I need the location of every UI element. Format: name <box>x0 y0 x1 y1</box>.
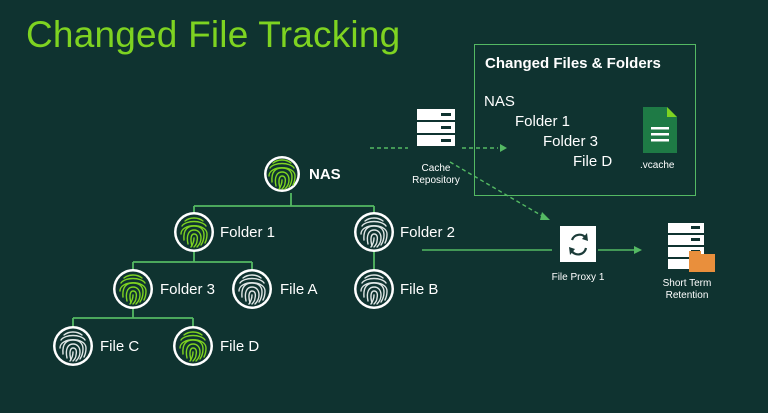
arrowhead-to-proxy <box>540 212 550 220</box>
tree-item-folder3: Folder 3 <box>543 133 599 150</box>
fingerprint-icon-file-a <box>232 269 272 309</box>
document-icon <box>643 107 677 153</box>
node-label-nas: NAS <box>309 166 341 183</box>
fingerprint-icon-folder1 <box>174 212 214 252</box>
short-term-retention-label: Short Term Retention <box>662 278 712 301</box>
fingerprint-icon-folder3 <box>113 269 153 309</box>
node-label-file-c: File C <box>100 338 140 355</box>
page-title: Changed File Tracking <box>26 14 401 55</box>
sync-icon <box>560 226 596 262</box>
storage-icon <box>668 223 715 272</box>
node-label-file-d: File D <box>220 338 260 355</box>
changed-files-panel: Changed Files & Folders NAS Folder 1 Fol… <box>474 44 696 196</box>
arrowhead-to-panel <box>500 144 507 152</box>
cache-repository-label: Cache Repository <box>412 163 460 186</box>
node-label-file-a: File A <box>280 281 318 298</box>
node-label-file-b: File B <box>400 281 439 298</box>
fingerprint-icon-file-b <box>354 269 394 309</box>
fingerprint-icon-folder2 <box>354 212 394 252</box>
fingerprint-icon-file-d <box>173 326 213 366</box>
flow-lines <box>370 147 545 218</box>
tree-item-folder1: Folder 1 <box>515 113 571 130</box>
tree-item-file-d: File D <box>573 153 613 170</box>
server-icon <box>417 109 455 146</box>
node-label-folder2: Folder 2 <box>400 224 456 241</box>
file-proxy-label: File Proxy 1 <box>551 272 605 283</box>
fingerprint-icon-nas <box>264 156 300 192</box>
tree-item-nas: NAS <box>484 93 515 110</box>
node-label-folder1: Folder 1 <box>220 224 276 241</box>
fingerprint-icon-file-c <box>53 326 93 366</box>
vcache-label: .vcache <box>640 160 675 171</box>
arrowhead-to-retention <box>634 246 642 254</box>
node-label-folder3: Folder 3 <box>160 281 216 298</box>
tree-connectors <box>72 193 375 327</box>
panel-title: Changed Files & Folders <box>485 55 661 72</box>
